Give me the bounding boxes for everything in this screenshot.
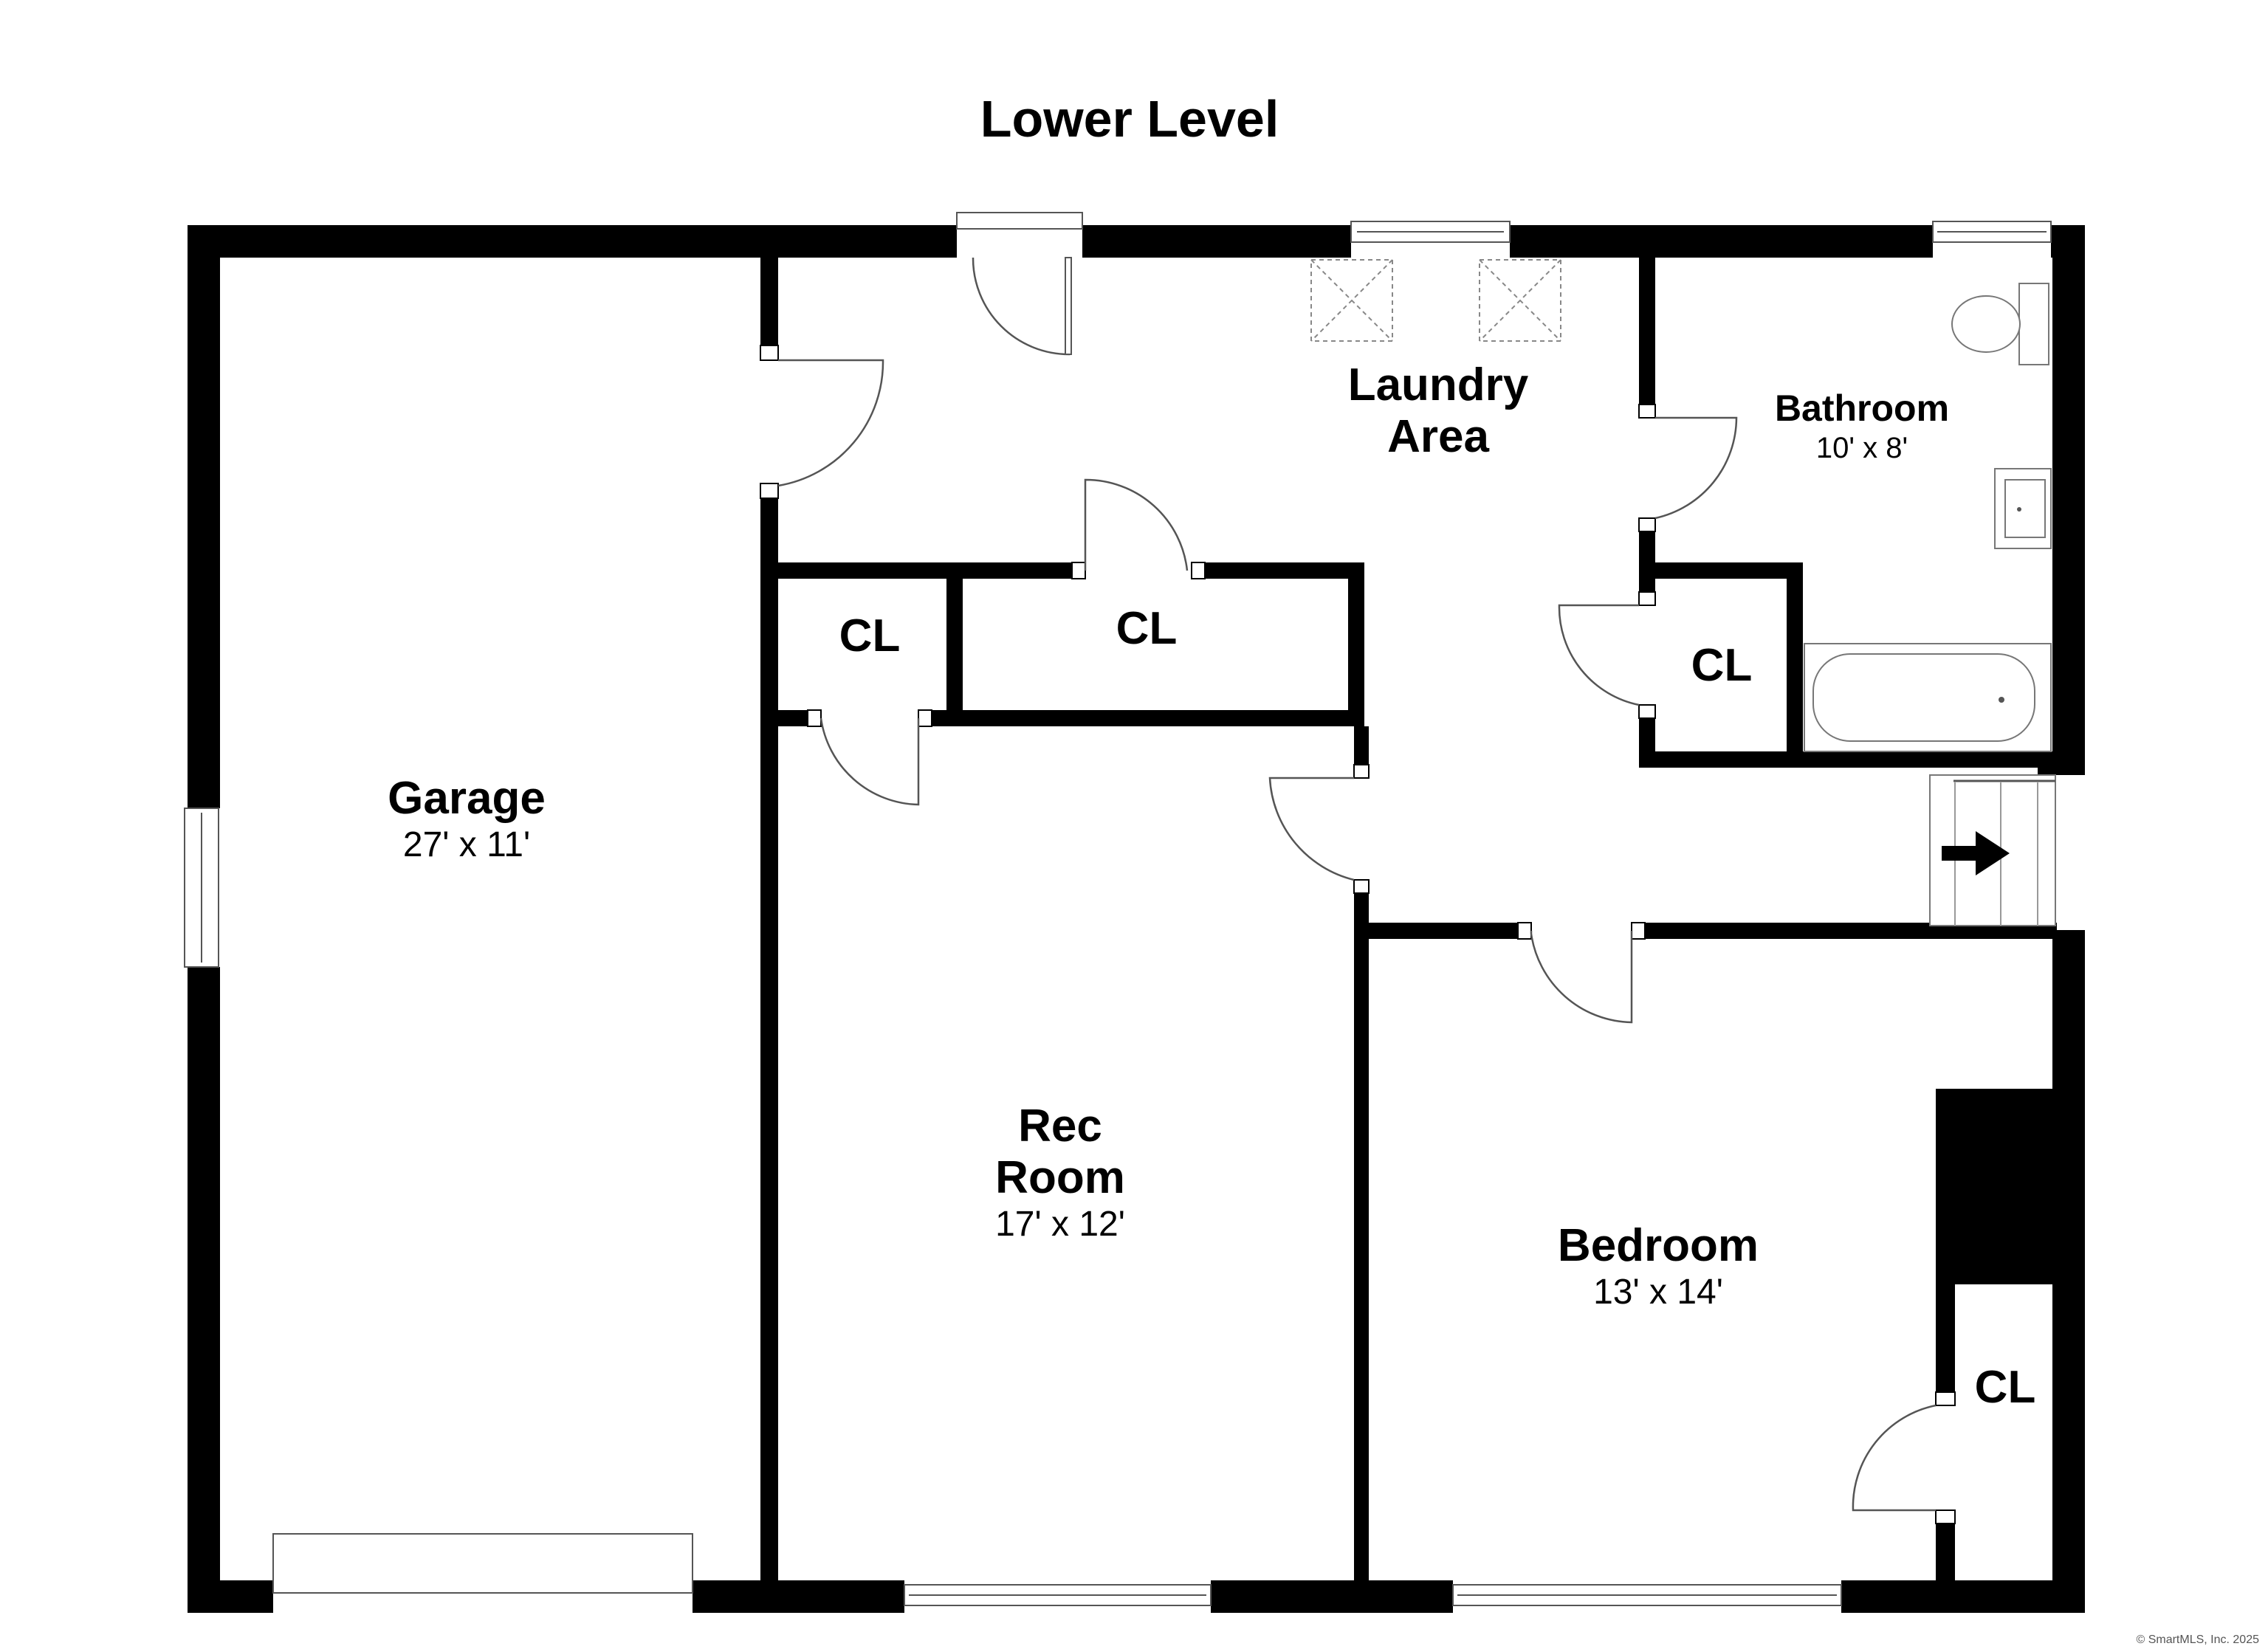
bedroom-dimensions: 13' x 14' [1593, 1273, 1723, 1312]
garage-label: Garage [388, 773, 546, 824]
rec-room-door [1268, 777, 1355, 881]
bathroom-label: Bathroom [1775, 388, 1949, 429]
stair-arrow-icon [1942, 831, 2010, 875]
doors [777, 257, 1937, 1512]
closet-3-label: CL [1691, 640, 1753, 691]
laundry-label-line2: Area [1387, 411, 1489, 462]
garage-door [272, 1533, 693, 1594]
rec-room-dimensions: 17' x 12' [995, 1205, 1125, 1244]
toilet-icon [1951, 295, 2021, 353]
dryer-icon [1479, 259, 1561, 342]
bath-closet-door [1558, 604, 1640, 706]
entry-door-frame [956, 212, 1083, 230]
garage-dimensions: 27' x 11' [403, 825, 530, 864]
rec-room-label-line1: Rec [1018, 1101, 1102, 1151]
bedroom-closet-door [1852, 1404, 1937, 1512]
copyright-credit: © SmartMLS, Inc. 2025 [2136, 1633, 2259, 1646]
closet-1-label: CL [839, 610, 901, 661]
closet-1-door [819, 717, 920, 806]
bedroom-door [1530, 931, 1633, 1024]
laundry-label-line1: Laundry [1348, 359, 1529, 410]
fixtures [1310, 259, 2056, 926]
entry-door [972, 258, 1071, 356]
washer-icon [1310, 259, 1393, 342]
garage-entry-door [777, 359, 884, 487]
closet-4-label: CL [1975, 1362, 2036, 1413]
bedroom-label: Bedroom [1558, 1220, 1759, 1271]
bathroom-dimensions: 10' x 8' [1816, 432, 1908, 464]
plan-title: Lower Level [980, 90, 1279, 148]
closet-2-door [1084, 478, 1189, 571]
exterior-walls [188, 225, 2085, 1613]
closet-2-label: CL [1116, 603, 1178, 654]
toilet-tank-icon [2018, 283, 2049, 365]
room-labels: Garage 27' x 11' Laundry Area Bathroom 1… [388, 359, 2035, 1413]
interior-walls [760, 258, 2057, 1583]
rec-room-label-line2: Room [995, 1152, 1125, 1203]
bathroom-door [1654, 416, 1738, 520]
windows [183, 212, 2089, 1617]
